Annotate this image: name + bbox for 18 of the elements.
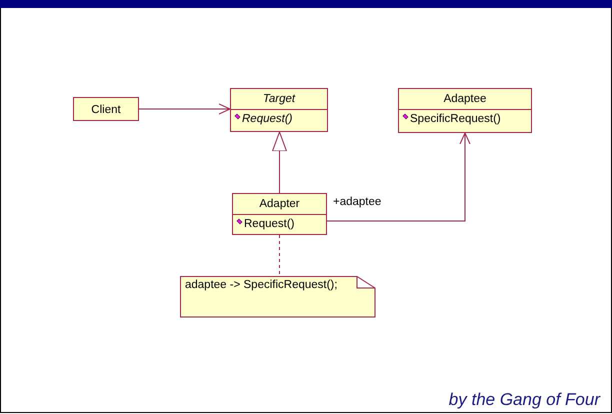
operation-text: Request() [242, 113, 292, 125]
caption: by the Gang of Four [448, 390, 600, 410]
operation-text: SpecificRequest() [410, 113, 501, 125]
note-text: adaptee -> SpecificRequest(); [185, 279, 338, 291]
class-name: Client [90, 103, 122, 118]
class-box [232, 193, 327, 235]
edge-label: +adaptee [333, 196, 382, 209]
note-link [279, 234, 280, 276]
arrow [326, 132, 470, 222]
class-box [398, 88, 532, 133]
arrow [272, 132, 287, 194]
arrow [138, 104, 230, 114]
operation-text: Request() [244, 218, 294, 230]
class-name: Target [231, 89, 327, 110]
class-name: Adaptee [399, 89, 531, 110]
class-name: Adapter [233, 194, 326, 215]
class-box [73, 97, 139, 121]
class-box [230, 88, 328, 132]
